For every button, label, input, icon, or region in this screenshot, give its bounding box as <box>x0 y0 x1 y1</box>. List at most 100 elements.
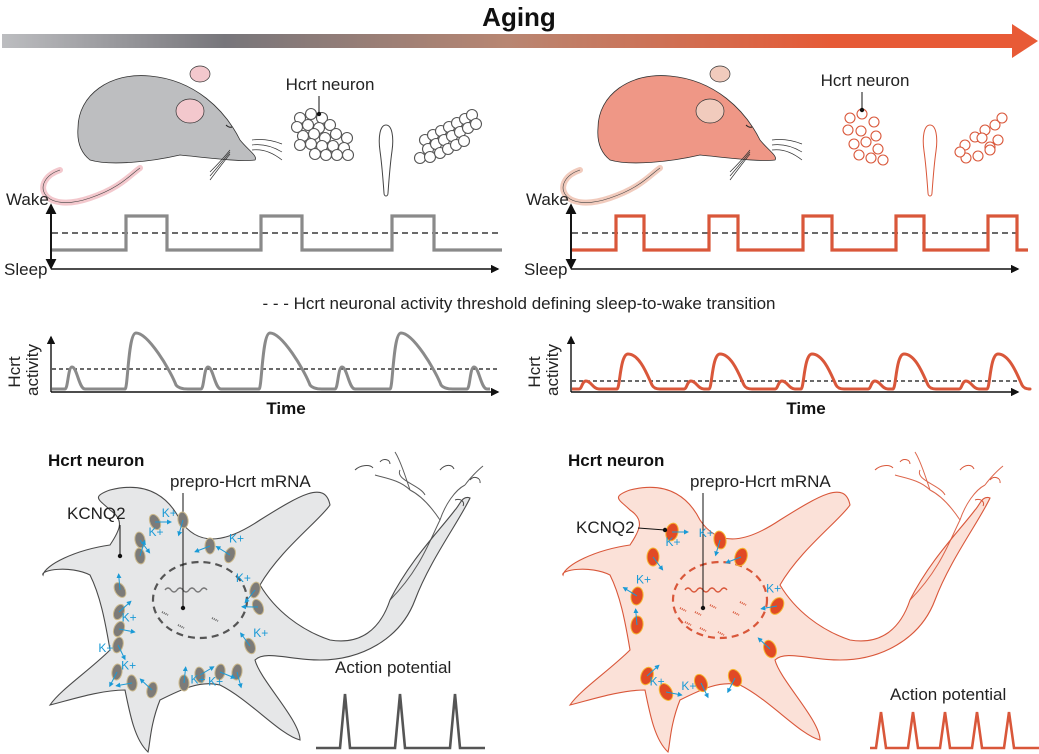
hcrt-neuron-cell <box>329 127 343 141</box>
k-ion-efflux-arrow <box>139 539 146 557</box>
k-ion-efflux-arrow <box>199 666 215 676</box>
dna-strand <box>684 587 728 593</box>
time-label: Time <box>266 399 305 418</box>
hcrt-neuron-cell <box>423 150 437 164</box>
hcrt-neuron-cell <box>860 136 872 148</box>
neuron-soma <box>42 486 471 754</box>
k-ion-label: K+ <box>766 581 781 595</box>
kcnq2-leader <box>637 527 666 531</box>
k-ion-efflux-arrow <box>727 677 736 694</box>
k-ion-label: K+ <box>636 573 651 587</box>
mouse-ear <box>695 98 725 124</box>
hcrt-neuron-cell <box>870 130 882 142</box>
hcrt-neuron-cell <box>972 150 984 162</box>
mouse-ear-back <box>709 65 731 83</box>
k-ion-efflux-arrow <box>665 691 683 697</box>
k-ion-label: K+ <box>650 675 665 689</box>
k-ion-label: K+ <box>98 641 113 655</box>
hcrt-neuron-cell <box>989 119 1001 131</box>
hcrt-neuron-cell <box>996 112 1008 124</box>
k-ion-efflux-arrow <box>194 545 211 553</box>
hcrt-neuron-cell <box>308 147 322 161</box>
k-ion-efflux-arrow <box>116 573 122 591</box>
hcrt-neuron-cell <box>304 137 318 151</box>
hcrt-neuron-cell <box>848 138 860 150</box>
mouse-whisker <box>209 149 231 173</box>
k-ion-efflux-arrow <box>236 671 243 689</box>
hcrt-neuron-cell <box>877 154 889 166</box>
action-potential-label: Action potential <box>335 658 451 677</box>
mouse-whisker <box>771 144 803 153</box>
mouse-whisker <box>729 153 751 181</box>
hcrt-neuron-cell <box>319 148 333 162</box>
k-ion-efflux-arrow <box>633 608 639 626</box>
hcrt-neuron-clusters: Hcrt neuron <box>286 75 483 197</box>
aging-title: Aging <box>482 2 556 32</box>
hcrt-neuron-cell <box>340 131 354 145</box>
mouse-whisker <box>729 149 751 173</box>
k-ion-efflux-arrow <box>215 545 231 556</box>
mouse-whisker <box>209 151 231 177</box>
hcrt-neuron-cell <box>992 134 1004 146</box>
sleep-label: Sleep <box>4 260 47 279</box>
kcnq2-label: KCNQ2 <box>67 504 126 523</box>
neuron-title: Hcrt neuron <box>48 451 144 470</box>
hcrt-neuron-cell <box>865 152 877 164</box>
axon-terminals <box>874 459 1001 507</box>
sleep-wake-trace <box>572 214 1028 252</box>
neuron-axon <box>374 451 484 601</box>
hcrt-neuron-cell <box>301 118 315 132</box>
hcrt-neuron-cell <box>330 148 344 162</box>
hcrt-neuron-cell <box>323 118 337 132</box>
k-ion-label: K+ <box>122 611 137 625</box>
k-ion-efflux-arrow <box>646 664 660 677</box>
k-ion-efflux-arrow <box>182 666 188 684</box>
hcrt-neuron-cell <box>872 143 884 155</box>
label-dot <box>316 111 322 117</box>
k-ion-label: K+ <box>253 626 268 640</box>
hcrt-neuron-cell <box>844 112 856 124</box>
k-ion-efflux-arrow <box>219 671 236 679</box>
k-ion-efflux-arrow <box>177 519 184 537</box>
aging-arrow <box>2 24 1038 58</box>
label-dot <box>859 107 865 113</box>
neuron-cluster-label: Hcrt neuron <box>286 75 375 94</box>
third-ventricle <box>922 124 938 197</box>
mouse-whisker <box>251 139 283 145</box>
hcrt-neuron-cell <box>868 116 880 128</box>
mouse-ear <box>175 98 205 124</box>
k-ion-efflux-arrow <box>760 605 778 611</box>
hcrt-neuron-cell <box>457 134 471 148</box>
k-ion-efflux-arrow <box>139 678 153 691</box>
mrna-dot <box>180 605 186 611</box>
k-ion-label: K+ <box>681 679 696 693</box>
mrna-label: prepro-Hcrt mRNA <box>170 472 311 491</box>
k-ion-label: K+ <box>162 506 177 520</box>
mouse-whisker <box>771 149 803 161</box>
mouse-eye <box>225 124 233 128</box>
hcrt-neuron-cell <box>842 124 854 136</box>
k-ion-label: K+ <box>699 526 714 540</box>
k-ion-efflux-arrow <box>652 556 664 571</box>
mouse-body <box>77 75 256 164</box>
k-ion-label: K+ <box>229 532 244 546</box>
dna-strand <box>164 587 208 593</box>
action-potential-trace <box>870 711 1039 750</box>
sleep-label: Sleep <box>524 260 567 279</box>
hcrt-neuron-cell <box>304 107 318 121</box>
axon-terminals <box>354 459 481 507</box>
mouse-ear-back <box>189 65 211 83</box>
wake-label: Wake <box>6 190 49 209</box>
mouse-whisker <box>771 139 803 145</box>
k-ion-efflux-arrow <box>118 628 136 634</box>
neuron-title: Hcrt neuron <box>568 451 664 470</box>
k-ion-efflux-arrow <box>757 637 771 650</box>
hcrt-neuron-cell <box>954 146 966 158</box>
neuron-axon <box>894 451 1004 601</box>
k-ion-efflux-arrow <box>700 682 709 699</box>
hcrt-neuron-cell <box>413 151 427 165</box>
